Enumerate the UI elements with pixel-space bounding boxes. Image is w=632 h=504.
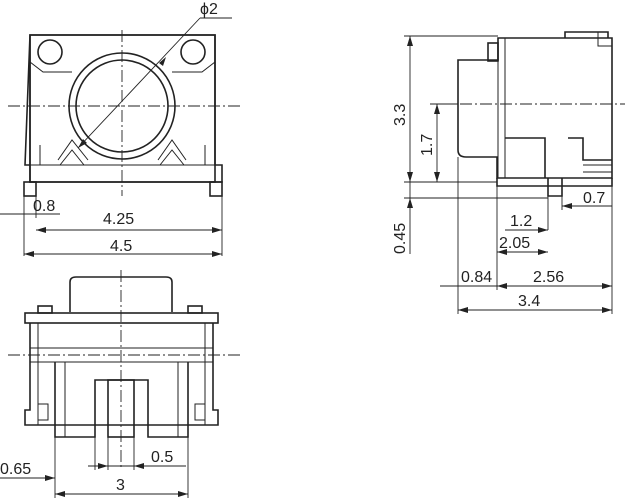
dim-arrows-0-5	[98, 463, 144, 469]
dim-4-25: 4.25	[103, 211, 134, 228]
side-cap-tab	[487, 42, 499, 62]
front-side-slots	[39, 145, 206, 165]
side-top-corner	[597, 32, 612, 47]
mounting-hole-left	[37, 39, 63, 65]
bottom-mid-lines	[30, 347, 213, 363]
mounting-hole-right	[180, 39, 206, 65]
bottom-side-walls	[37, 323, 206, 425]
bottom-center-pin	[107, 379, 135, 438]
dim-0-65: 0.65	[0, 461, 31, 478]
dim-0-8: 0.8	[33, 198, 55, 215]
side-pad-left	[505, 137, 546, 178]
front-notch-right	[172, 61, 216, 73]
front-body-outline	[24, 34, 223, 183]
dim-2-05: 2.05	[499, 235, 530, 252]
dim-3-4: 3.4	[518, 293, 540, 310]
bottom-side-clip-left	[37, 403, 49, 421]
dim-arrow-1-2	[538, 227, 548, 233]
side-terminal-foot	[547, 178, 563, 197]
bottom-body-outline	[24, 323, 219, 426]
front-leg-right	[157, 139, 187, 166]
bottom-tab-left	[37, 305, 53, 314]
bottom-view: 0.65 0.5 3	[0, 270, 240, 498]
side-body-inner-lines	[497, 38, 506, 178]
dim-4-5: 4.5	[110, 238, 132, 255]
bottom-cover-strip	[24, 312, 219, 324]
dim-1-2: 1.2	[510, 213, 532, 230]
dim-0-7: 0.7	[583, 190, 605, 207]
diameter-arrow-b	[159, 57, 166, 66]
dim-0-45: 0.45	[392, 223, 409, 254]
front-pin-right	[209, 181, 223, 197]
dim-3: 3	[116, 477, 125, 494]
side-body-outline	[457, 37, 613, 179]
dim-1-7: 1.7	[419, 134, 436, 156]
front-body-frame	[29, 34, 216, 183]
front-view: ϕ2 0.8 4.25 4.5	[0, 1, 240, 257]
side-view: 3.3 1.7 0.45 0.7 1.2 2.05 0.84 2.56 3.4	[392, 31, 625, 314]
dim-2-56: 2.56	[533, 269, 564, 286]
diameter-leader	[77, 17, 201, 149]
front-leg-left	[57, 139, 89, 166]
dim-3-3: 3.3	[392, 104, 409, 126]
diameter-arrow-a	[78, 139, 87, 148]
side-pad-right	[568, 137, 612, 161]
dim-0-84: 0.84	[461, 269, 492, 286]
bottom-tab-right	[187, 305, 203, 314]
bottom-leg-inner	[64, 362, 179, 437]
front-notch-left	[29, 61, 72, 73]
dim-arrow-0-7	[562, 203, 572, 209]
bottom-side-clip-right	[194, 403, 206, 421]
side-pad-lines	[583, 164, 612, 173]
side-top-ridge	[564, 31, 609, 38]
diameter-label: ϕ2	[200, 1, 218, 18]
dim-arrow-0-45	[407, 198, 413, 208]
side-base-strip	[496, 178, 613, 187]
dim-0-5: 0.5	[151, 449, 173, 466]
front-pin-left	[23, 181, 37, 197]
dim-arrow-0-65	[45, 475, 55, 481]
